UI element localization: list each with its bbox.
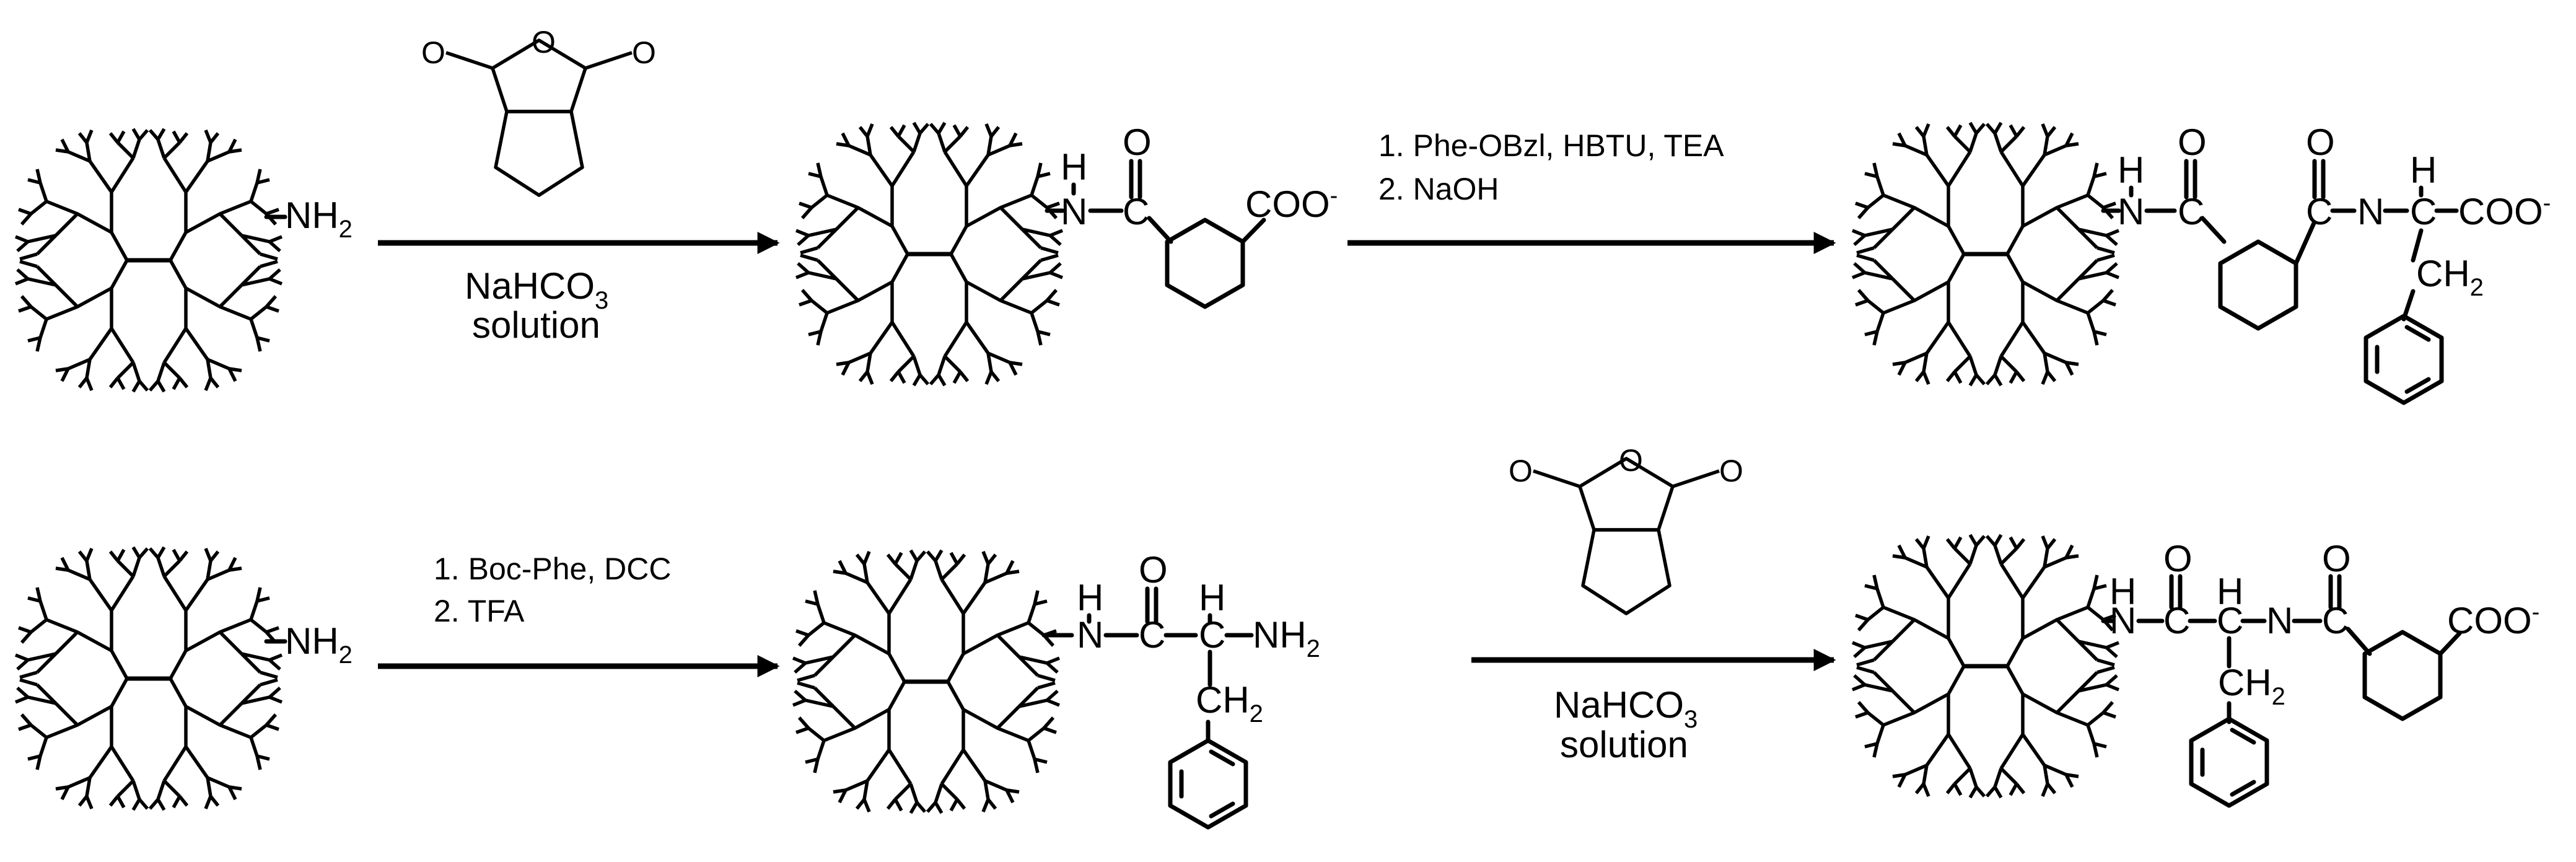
row2-prod-c: C: [2163, 600, 2190, 641]
row2-prod-coo: COO-: [2447, 599, 2539, 641]
row2-mid-c: C: [1139, 614, 1165, 656]
anhydride-left-oxygen-2: O: [1509, 454, 1533, 488]
anhydride-right-oxygen-2: O: [1719, 454, 1743, 488]
row2-mid-c2: C: [1199, 614, 1225, 656]
row2-mid-n: N: [1077, 614, 1103, 656]
row2-arrow1-step2: 2. TFA: [434, 594, 525, 628]
row1-prod-coo: COO-: [2458, 190, 2551, 232]
row2-prod-c3: C: [2322, 600, 2349, 641]
row2-prod-ch2: CH2: [2218, 662, 2285, 710]
row1-prod-o2: O: [2306, 121, 2335, 163]
row1-arrow1-reagent-line1: NaHCO3: [465, 265, 608, 314]
row2-product: H N C O H C N C O COO- CH2: [1852, 535, 2539, 806]
row1-mid-n: N: [1061, 191, 1087, 232]
row2-prod-h2: H: [2217, 571, 2243, 612]
row2-intermediate: H N C O H C NH2 CH2: [793, 549, 1320, 827]
row1-start-nh2: NH2: [285, 195, 353, 243]
anhydride-right-oxygen: O: [632, 35, 656, 70]
row1-anhydride-reagent: O O O: [421, 25, 656, 197]
row2-arrow2-reagent-line1: NaHCO3: [1554, 684, 1698, 733]
row2-mid-ch2: CH2: [1196, 679, 1263, 728]
row1-intermediate: H N C O COO-: [796, 121, 1338, 385]
row2-mid-nh2: NH2: [1253, 614, 1320, 662]
row1-product: H N C O C O N H C COO- CH2: [1852, 121, 2551, 403]
row1-arrow1-reagent-line2: solution: [472, 304, 600, 346]
row2-prod-h: H: [2109, 571, 2136, 612]
row1-prod-o: O: [2178, 121, 2207, 163]
row1-prod-h: H: [2118, 149, 2144, 191]
row2-prod-o: O: [2163, 538, 2193, 579]
anhydride-left-oxygen: O: [421, 35, 445, 70]
row2-mid-h: H: [1077, 577, 1103, 618]
row1-mid-c: C: [1123, 191, 1149, 232]
row2-start-dendrimer: NH2: [15, 547, 353, 810]
row1-start-dendrimer: NH2: [15, 129, 353, 392]
row1-prod-n2: N: [2357, 191, 2384, 232]
row1-prod-c: C: [2178, 191, 2204, 232]
row2-prod-n: N: [2109, 600, 2136, 641]
row1-prod-c3: C: [2410, 191, 2437, 232]
anhydride-ring-oxygen-2: O: [1619, 443, 1643, 478]
row1-arrow2-step1: 1. Phe-OBzl, HBTU, TEA: [1378, 128, 1724, 163]
row1-prod-ch2: CH2: [2416, 253, 2484, 301]
row1-prod-c2: C: [2306, 191, 2333, 232]
row1-mid-h: H: [1061, 146, 1087, 188]
row2-anhydride-reagent: O O O: [1509, 443, 1743, 615]
row1-prod-h2: H: [2410, 149, 2437, 191]
anhydride-ring-oxygen: O: [532, 25, 556, 59]
row2-prod-n2: N: [2266, 600, 2293, 641]
row2-start-nh2: NH2: [285, 620, 353, 669]
row1-arrow2-step2: 2. NaOH: [1378, 172, 1499, 206]
row1-mid-o: O: [1123, 121, 1152, 163]
row2-prod-c2: C: [2217, 600, 2243, 641]
row2-mid-o: O: [1139, 549, 1168, 591]
row2-prod-o2: O: [2322, 538, 2351, 579]
row2-arrow2-reagent-line2: solution: [1560, 724, 1688, 765]
row1-mid-coo: COO-: [1245, 183, 1338, 225]
row2-mid-h2: H: [1199, 577, 1225, 618]
row1-prod-n: N: [2118, 191, 2144, 232]
row2-arrow1-step1: 1. Boc-Phe, DCC: [434, 552, 671, 586]
